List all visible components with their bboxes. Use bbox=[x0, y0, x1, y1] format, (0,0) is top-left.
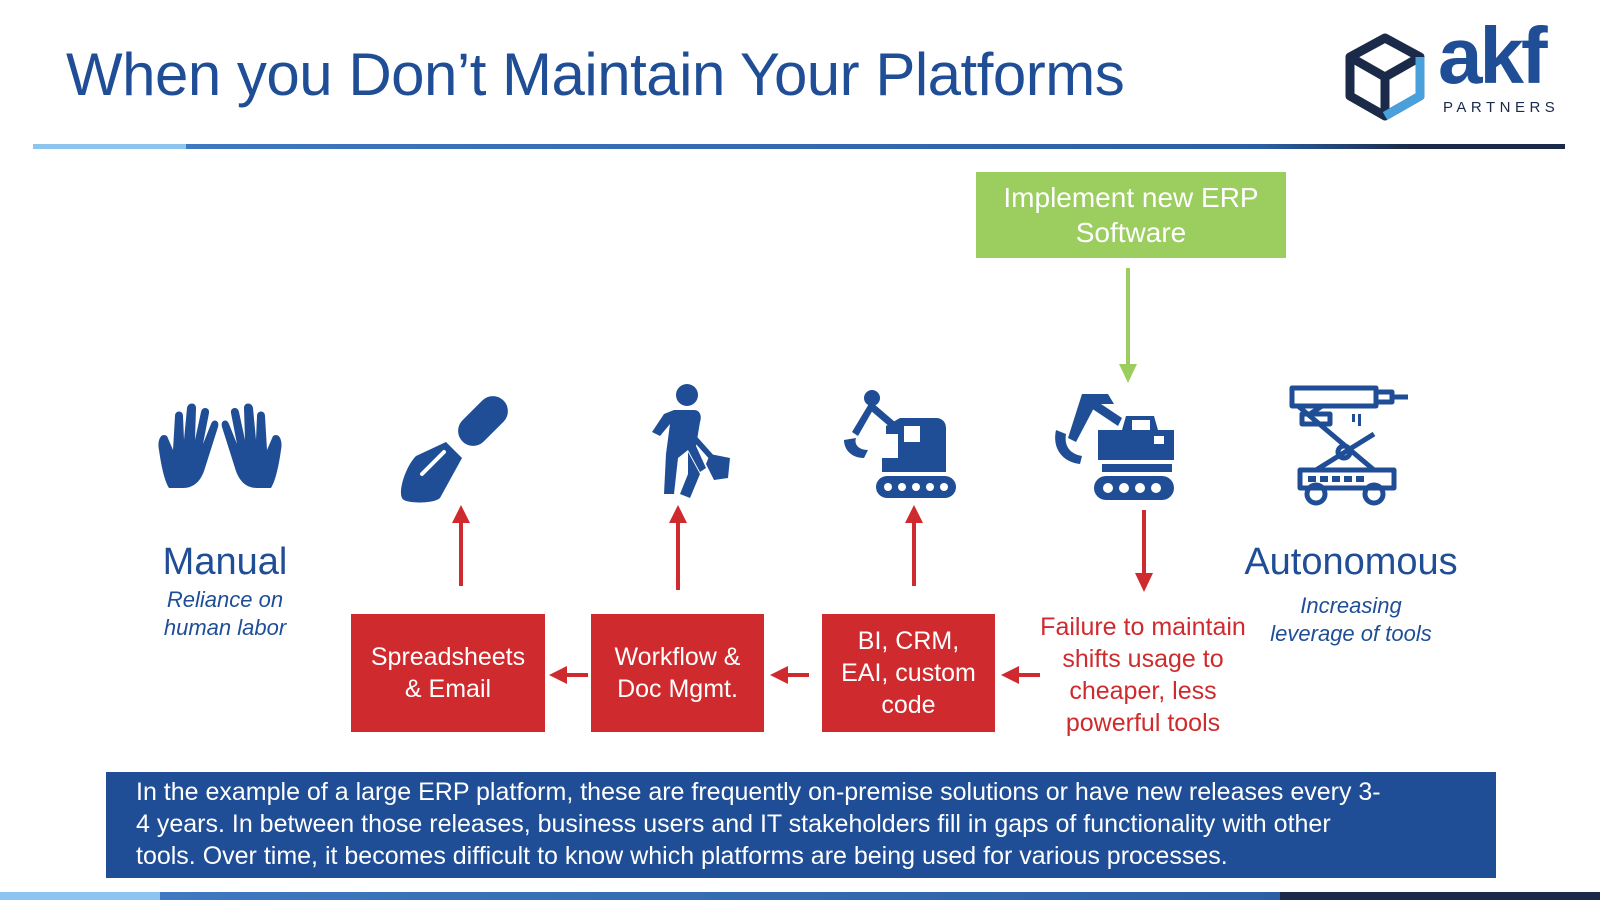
robotic-arm-icon bbox=[1289, 385, 1408, 506]
red-left-arrow-3 bbox=[1001, 666, 1040, 684]
summary-line2: 4 years. In between those releases, busi… bbox=[136, 810, 1331, 838]
akf-partners-logo: akf PARTNERS bbox=[1340, 16, 1575, 123]
header-divider bbox=[33, 144, 1565, 149]
manual-desc-line2: human labor bbox=[163, 615, 287, 640]
spreadsheets-email-box: Spreadsheets & Email bbox=[351, 614, 545, 732]
erp-box-line2: Software bbox=[1075, 217, 1187, 248]
autonomous-desc: Increasing leverage of tools bbox=[1226, 592, 1476, 648]
red-left-arrow-1 bbox=[549, 666, 588, 684]
manual-title: Manual bbox=[162, 541, 288, 583]
footer-divider bbox=[0, 892, 1600, 900]
page-title: When you Don’t Maintain Your Platforms bbox=[66, 41, 1125, 108]
spreadsheets-line1: Spreadsheets bbox=[370, 643, 526, 671]
red-left-arrow-2 bbox=[770, 666, 809, 684]
workflow-doc-box: Workflow & Doc Mgmt. bbox=[591, 614, 764, 732]
red-up-arrow-bi bbox=[905, 505, 923, 586]
large-excavator-icon bbox=[1055, 394, 1174, 500]
manual-desc-line1: Reliance on bbox=[166, 587, 284, 612]
logo-subtitle: PARTNERS bbox=[1443, 99, 1560, 116]
red-up-arrow-spreadsheets bbox=[452, 505, 470, 586]
hands-icon bbox=[158, 403, 282, 488]
failure-line1: Failure to maintain bbox=[1040, 613, 1246, 641]
trowel-icon bbox=[400, 396, 508, 503]
summary-line1: In the example of a large ERP platform, … bbox=[136, 778, 1381, 806]
manual-desc: Reliance on human labor bbox=[135, 586, 315, 642]
workflow-line1: Workflow & bbox=[614, 643, 741, 671]
red-up-arrow-workflow bbox=[669, 505, 687, 590]
autonomous-desc-line1: Increasing bbox=[1300, 593, 1402, 618]
red-down-arrow-failure bbox=[1135, 510, 1153, 592]
failure-line2: shifts usage to bbox=[1062, 645, 1224, 673]
manual-label: Manual Reliance on human labor bbox=[135, 540, 315, 642]
bi-line1: BI, CRM, bbox=[857, 627, 960, 655]
bi-line2: EAI, custom bbox=[841, 659, 976, 687]
bi-line3: code bbox=[881, 691, 936, 719]
logo-wordmark: akf bbox=[1438, 11, 1548, 100]
failure-text: Failure to maintain shifts usage to chea… bbox=[1028, 611, 1258, 739]
summary-box: In the example of a large ERP platform, … bbox=[106, 772, 1496, 878]
failure-line3: cheaper, less bbox=[1069, 677, 1217, 705]
autonomous-desc-line2: leverage of tools bbox=[1270, 621, 1432, 646]
bi-crm-box: BI, CRM, EAI, custom code bbox=[822, 614, 995, 732]
cube-logo-icon bbox=[1345, 33, 1425, 121]
green-down-arrow bbox=[1119, 268, 1137, 383]
autonomous-label: Autonomous Increasing leverage of tools bbox=[1226, 540, 1476, 648]
autonomous-title: Autonomous bbox=[1244, 541, 1458, 583]
erp-box-line1: Implement new ERP bbox=[1003, 182, 1259, 213]
workflow-line2: Doc Mgmt. bbox=[617, 675, 738, 703]
failure-line4: powerful tools bbox=[1065, 709, 1221, 737]
shovel-worker-icon bbox=[652, 384, 730, 498]
spreadsheets-line2: & Email bbox=[404, 675, 492, 703]
small-excavator-icon bbox=[844, 390, 956, 498]
summary-line3: tools. Over time, it becomes difficult t… bbox=[136, 842, 1228, 870]
implement-erp-box: Implement new ERP Software bbox=[976, 172, 1286, 258]
